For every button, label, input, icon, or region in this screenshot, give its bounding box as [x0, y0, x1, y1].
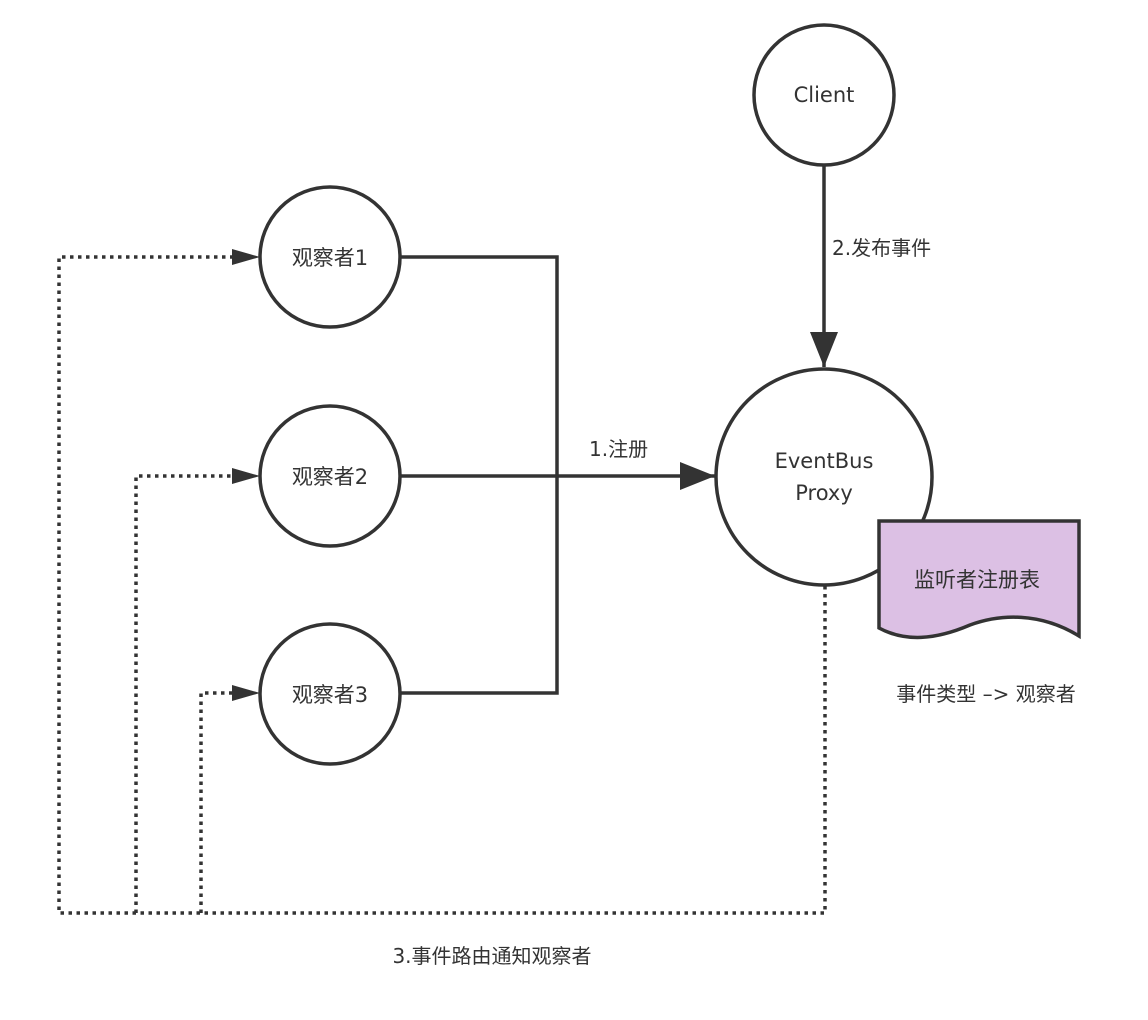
registry-caption: 事件类型 –> 观察者: [896, 682, 1075, 706]
notify-arrowheads: [232, 249, 260, 701]
observer1-node[interactable]: 观察者1: [258, 185, 402, 329]
register-line-observer1: [400, 255, 559, 476]
observer3-label: 观察者3: [292, 683, 368, 707]
listener-registry-label: 监听者注册表: [914, 568, 1040, 592]
register-edge: [400, 255, 715, 695]
notify-edge: [57, 255, 827, 915]
observer2-node[interactable]: 观察者2: [258, 404, 402, 548]
observer2-circle: [258, 404, 402, 548]
notify-branch-observer2: [134, 474, 232, 913]
client-label: Client: [794, 83, 855, 107]
observer1-circle: [258, 185, 402, 329]
arrowhead-observer3: [232, 685, 260, 701]
publish-label: 2.发布事件: [832, 236, 931, 260]
register-label: 1.注册: [589, 437, 648, 461]
arrowhead-observer1: [232, 249, 260, 265]
observer3-circle: [258, 622, 402, 766]
register-line-observer3: [400, 476, 559, 695]
notify-trunk: [57, 255, 827, 915]
client-circle: [752, 23, 896, 167]
eventbus-proxy-label-line2: Proxy: [795, 481, 853, 505]
arrowhead-observer2: [232, 468, 260, 484]
eventbus-proxy-label-line1: EventBus: [775, 449, 874, 473]
observer2-label: 观察者2: [292, 465, 368, 489]
listener-registry-shape: [877, 519, 1081, 640]
observer1-label: 观察者1: [292, 246, 368, 270]
notify-branch-observer3: [199, 691, 232, 913]
notify-label: 3.事件路由通知观察者: [392, 944, 591, 968]
client-node[interactable]: Client: [752, 23, 896, 167]
observer3-node[interactable]: 观察者3: [258, 622, 402, 766]
listener-registry-node[interactable]: 监听者注册表: [877, 519, 1081, 640]
